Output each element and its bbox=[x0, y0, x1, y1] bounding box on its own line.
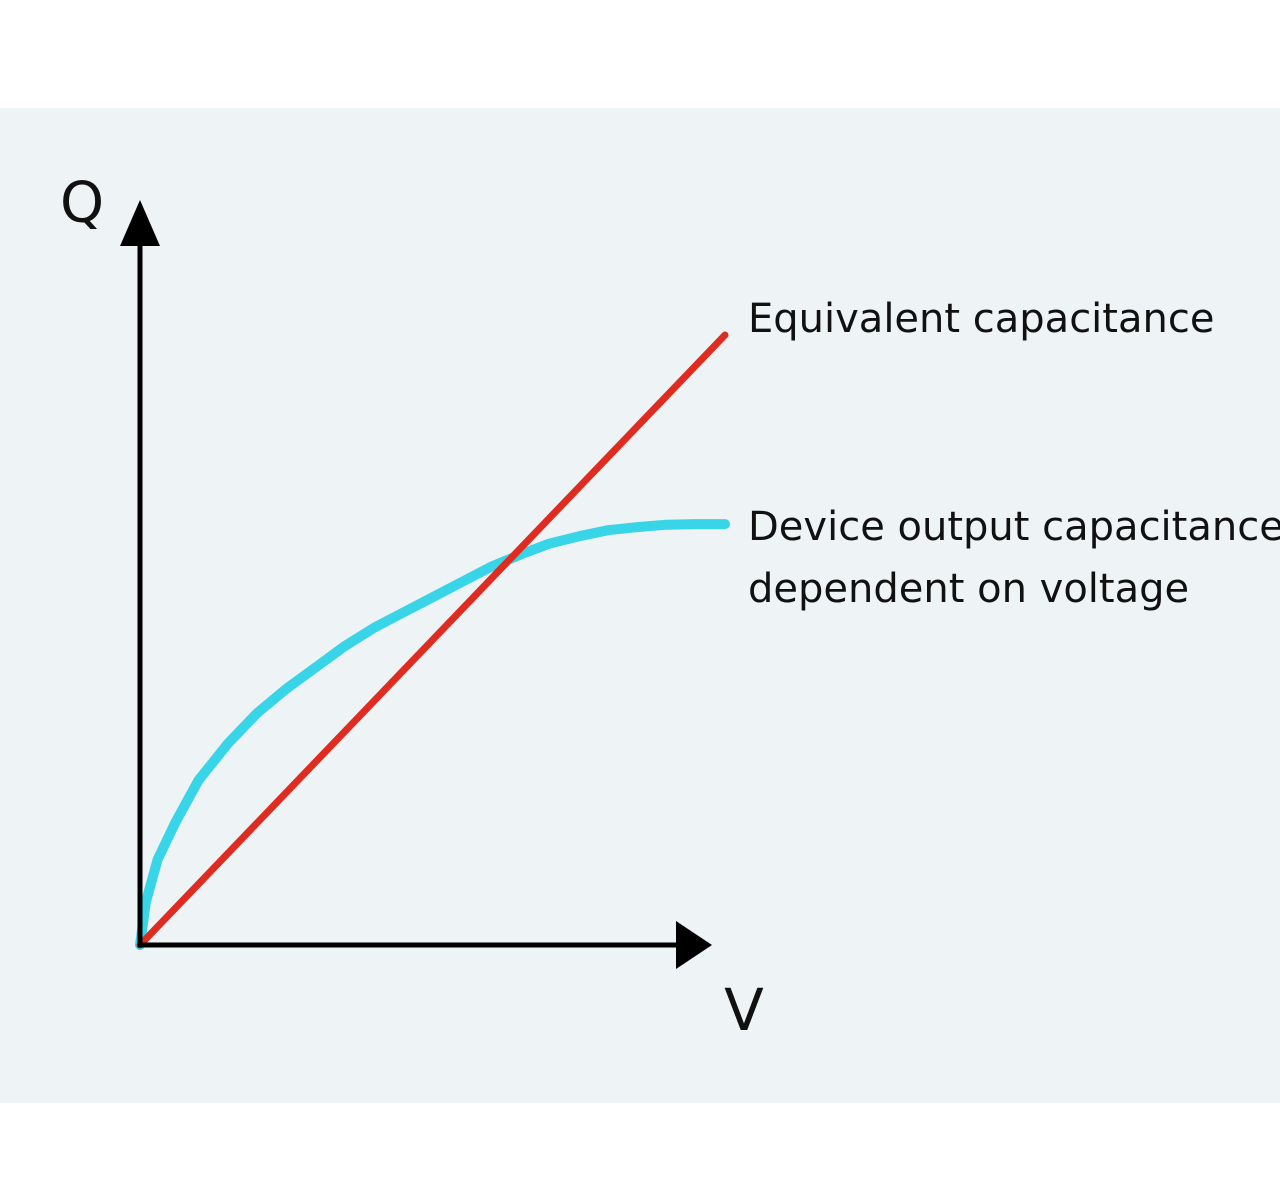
series-layer bbox=[135, 331, 730, 950]
device-capacitance-label-line-1: Device output capacitance bbox=[748, 504, 1280, 550]
device-capacitance-label-line-2: dependent on voltage bbox=[748, 566, 1189, 612]
y-axis-arrow-icon bbox=[120, 200, 160, 246]
chart-panel bbox=[0, 108, 1280, 1103]
x-axis-label: V bbox=[724, 976, 764, 1044]
y-axis-label: Q bbox=[60, 171, 104, 236]
device-capacitance-curve bbox=[135, 519, 730, 950]
equivalent-capacitance-label-line-1: Equivalent capacitance bbox=[748, 296, 1214, 342]
equivalent-capacitance-line bbox=[136, 331, 729, 949]
x-axis-arrow-icon bbox=[676, 921, 712, 969]
axes bbox=[120, 200, 712, 969]
